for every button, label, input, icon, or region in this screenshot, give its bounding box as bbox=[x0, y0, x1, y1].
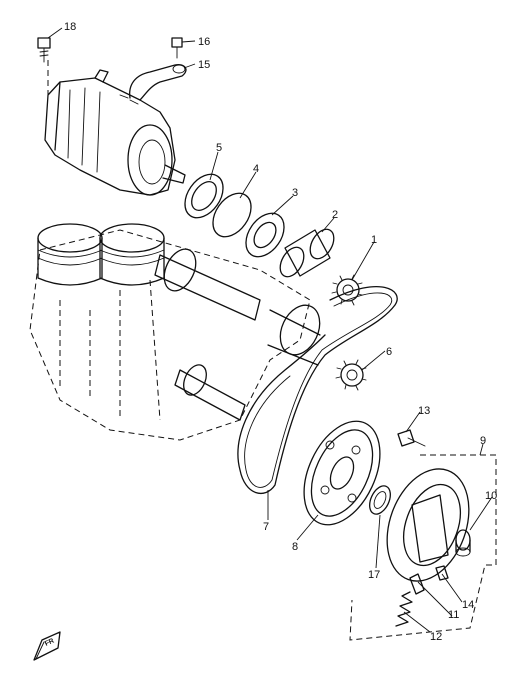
callout-numbers: 1 2 3 4 5 6 7 8 9 10 11 12 13 14 15 16 1… bbox=[64, 21, 497, 643]
callout-18: 18 bbox=[64, 21, 76, 33]
callout-14: 14 bbox=[462, 599, 474, 611]
callout-17: 17 bbox=[368, 569, 380, 581]
starter-wheel-gear-8 bbox=[303, 420, 381, 526]
leader-lines bbox=[47, 27, 493, 633]
callout-8: 8 bbox=[292, 541, 298, 553]
callout-9: 9 bbox=[480, 435, 486, 447]
plunger-11 bbox=[409, 573, 425, 595]
crankcase-outline bbox=[29, 229, 311, 441]
idle-gear-2 bbox=[279, 228, 335, 278]
callout-13: 13 bbox=[418, 405, 430, 417]
callout-1: 1 bbox=[371, 234, 377, 246]
bolt-18 bbox=[37, 37, 51, 63]
callout-16: 16 bbox=[198, 36, 210, 48]
bearing-5 bbox=[245, 212, 285, 258]
crankshaft bbox=[154, 248, 321, 421]
spring-12 bbox=[395, 591, 413, 627]
starter-clutch-assembly-9 bbox=[349, 454, 497, 641]
oil-seal-6 bbox=[184, 173, 224, 219]
bolt-13 bbox=[397, 429, 426, 447]
callout-15: 15 bbox=[198, 59, 210, 71]
callout-11: 11 bbox=[448, 609, 459, 621]
piston-left bbox=[37, 223, 103, 286]
callout-3: 3 bbox=[292, 187, 298, 199]
o-ring-4 bbox=[212, 192, 252, 238]
callout-6: 6 bbox=[386, 346, 392, 358]
starter-motor bbox=[44, 60, 186, 196]
callout-12: 12 bbox=[430, 631, 442, 643]
callout-4: 4 bbox=[253, 163, 259, 175]
front-arrow-label: FR bbox=[44, 638, 55, 648]
callout-10: 10 bbox=[485, 490, 497, 502]
callout-5: 5 bbox=[216, 142, 222, 154]
front-arrow-icon: FR bbox=[33, 631, 61, 661]
cap-14 bbox=[435, 565, 449, 581]
sprocket-6 bbox=[335, 359, 367, 391]
washer-17 bbox=[369, 485, 391, 515]
bolt-16 bbox=[171, 37, 183, 59]
callout-2: 2 bbox=[332, 209, 338, 221]
lead-wire-15 bbox=[129, 64, 187, 101]
starter-chain-7 bbox=[237, 286, 398, 494]
roller-10 bbox=[455, 529, 471, 557]
callout-7: 7 bbox=[263, 521, 269, 533]
